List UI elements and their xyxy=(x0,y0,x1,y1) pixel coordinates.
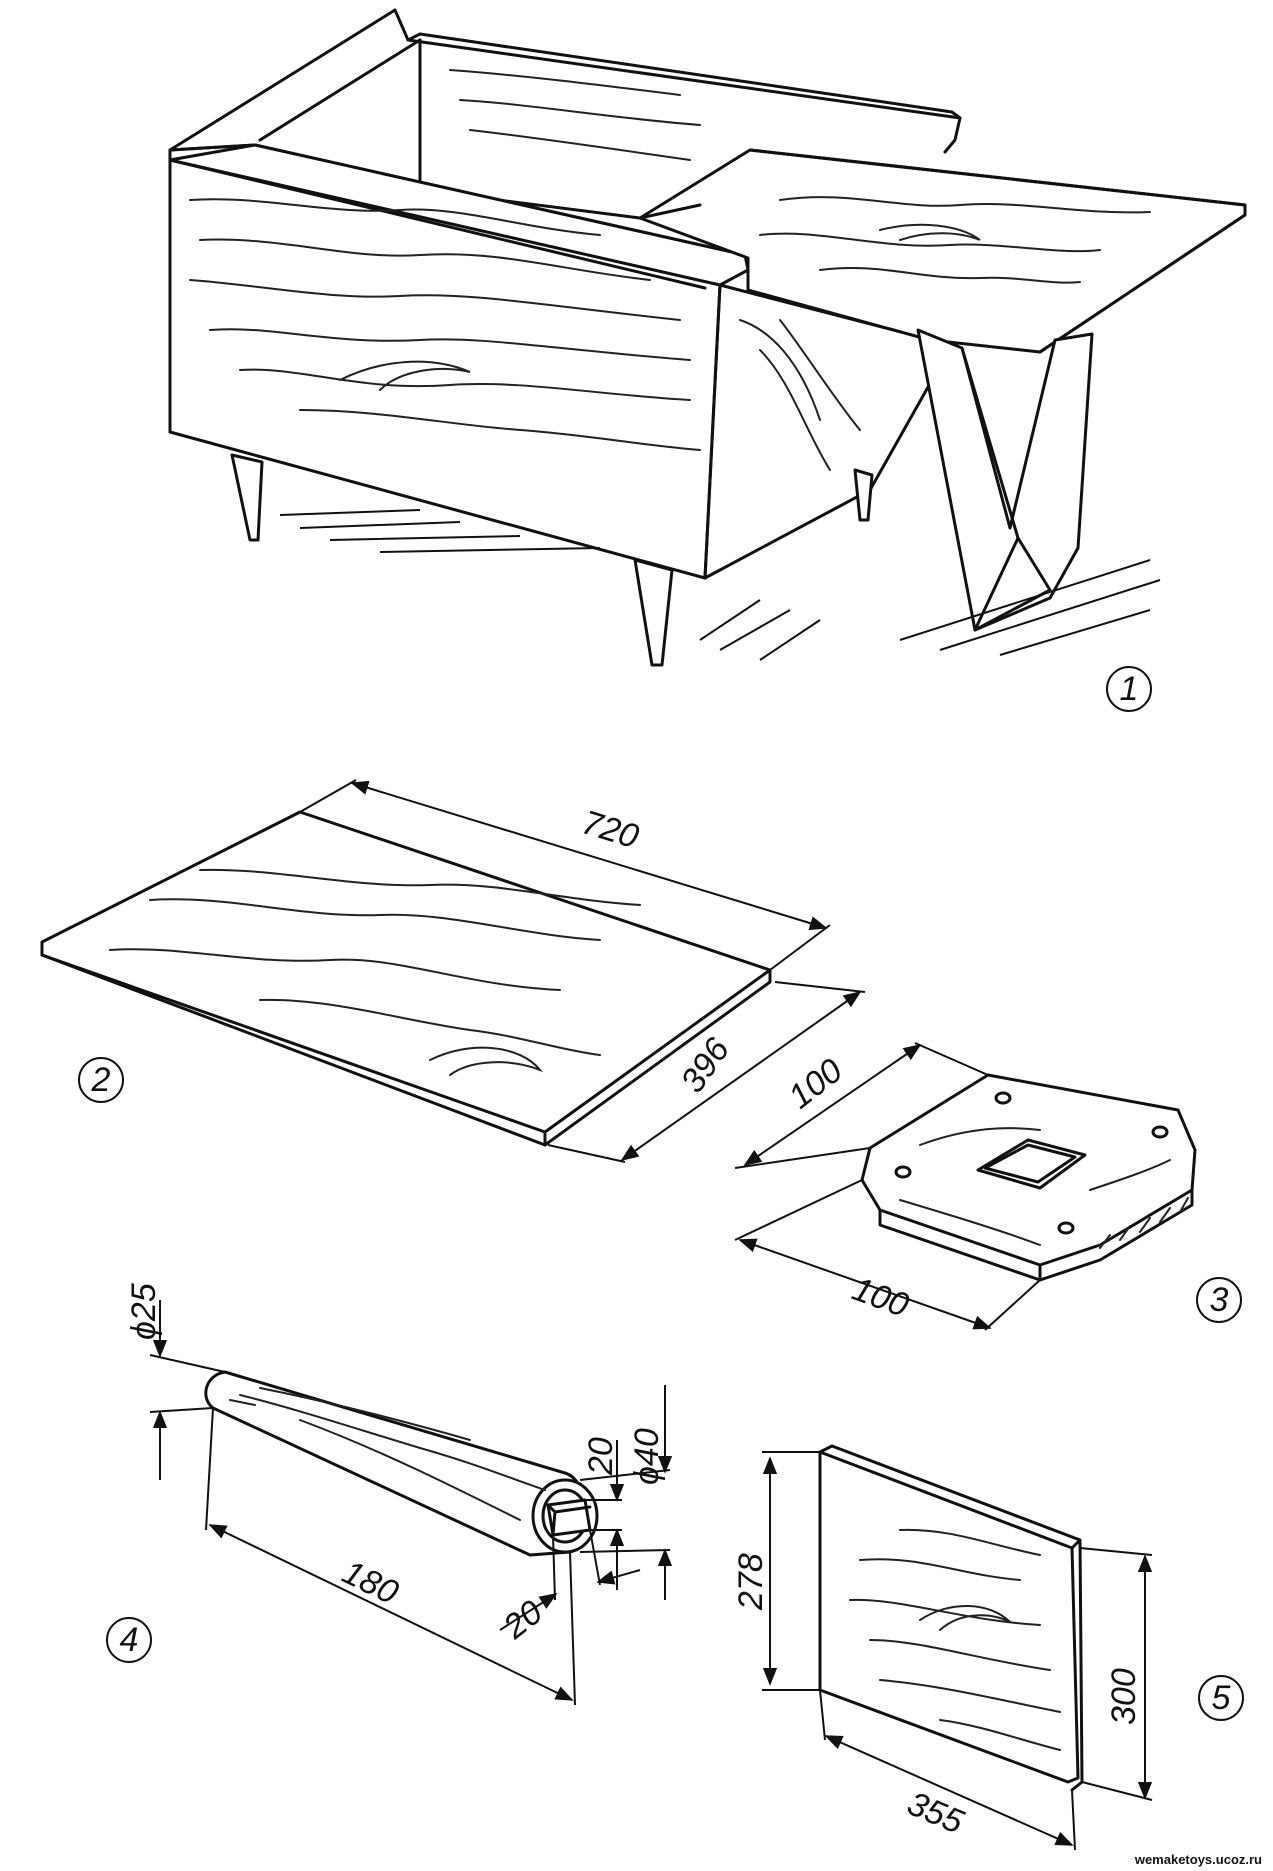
dimension-278: 278 xyxy=(732,1451,820,1691)
figure-3-leg-plate xyxy=(860,1073,1197,1282)
figure-number-4-circle xyxy=(106,1617,152,1663)
figure-2-lid-board xyxy=(40,810,772,1147)
figure-number-5: 5 xyxy=(1212,1679,1231,1717)
dimension-label-100-top: 100 xyxy=(782,1051,850,1116)
dimension-label-phi25: ϕ25 xyxy=(125,1283,163,1340)
dimension-label-355: 355 xyxy=(902,1784,969,1841)
figure-number-3: 3 xyxy=(1210,1281,1229,1319)
figure-4-tapered-leg xyxy=(204,1370,599,1557)
dimension-label-278: 278 xyxy=(732,1553,770,1611)
dimension-label-20-vertical: 20 xyxy=(582,1437,620,1476)
dimension-phi40: ϕ40 xyxy=(579,1385,673,1600)
watermark-text: wemaketoys.ucoz.ru xyxy=(1134,1852,1262,1867)
dimension-label-720: 720 xyxy=(578,803,643,856)
dimension-phi25: ϕ25 xyxy=(125,1283,226,1480)
figure-5-side-panel xyxy=(818,1444,1084,1792)
figure-number-1-circle xyxy=(1106,666,1152,712)
dimension-label-300: 300 xyxy=(1105,1668,1143,1725)
dimension-label-20-horizontal: 20 xyxy=(496,1593,550,1647)
dimension-20-vertical: 20 xyxy=(582,1437,625,1590)
dimension-300: 300 xyxy=(1079,1547,1153,1801)
dimension-label-100-bottom: 100 xyxy=(847,1270,913,1325)
figure-number-2-circle xyxy=(78,1057,124,1103)
figure-1-box-assembly xyxy=(168,8,1247,667)
dimension-label-180: 180 xyxy=(336,1553,404,1612)
figure-number-3-circle xyxy=(1196,1277,1242,1323)
dimension-label-396: 396 xyxy=(673,1031,737,1099)
figure-number-5-circle xyxy=(1198,1675,1244,1721)
figure-number-1: 1 xyxy=(1120,670,1139,708)
figure-number-2: 2 xyxy=(91,1061,111,1099)
dimension-label-phi40: ϕ40 xyxy=(628,1428,666,1485)
figure-number-4: 4 xyxy=(120,1621,139,1659)
